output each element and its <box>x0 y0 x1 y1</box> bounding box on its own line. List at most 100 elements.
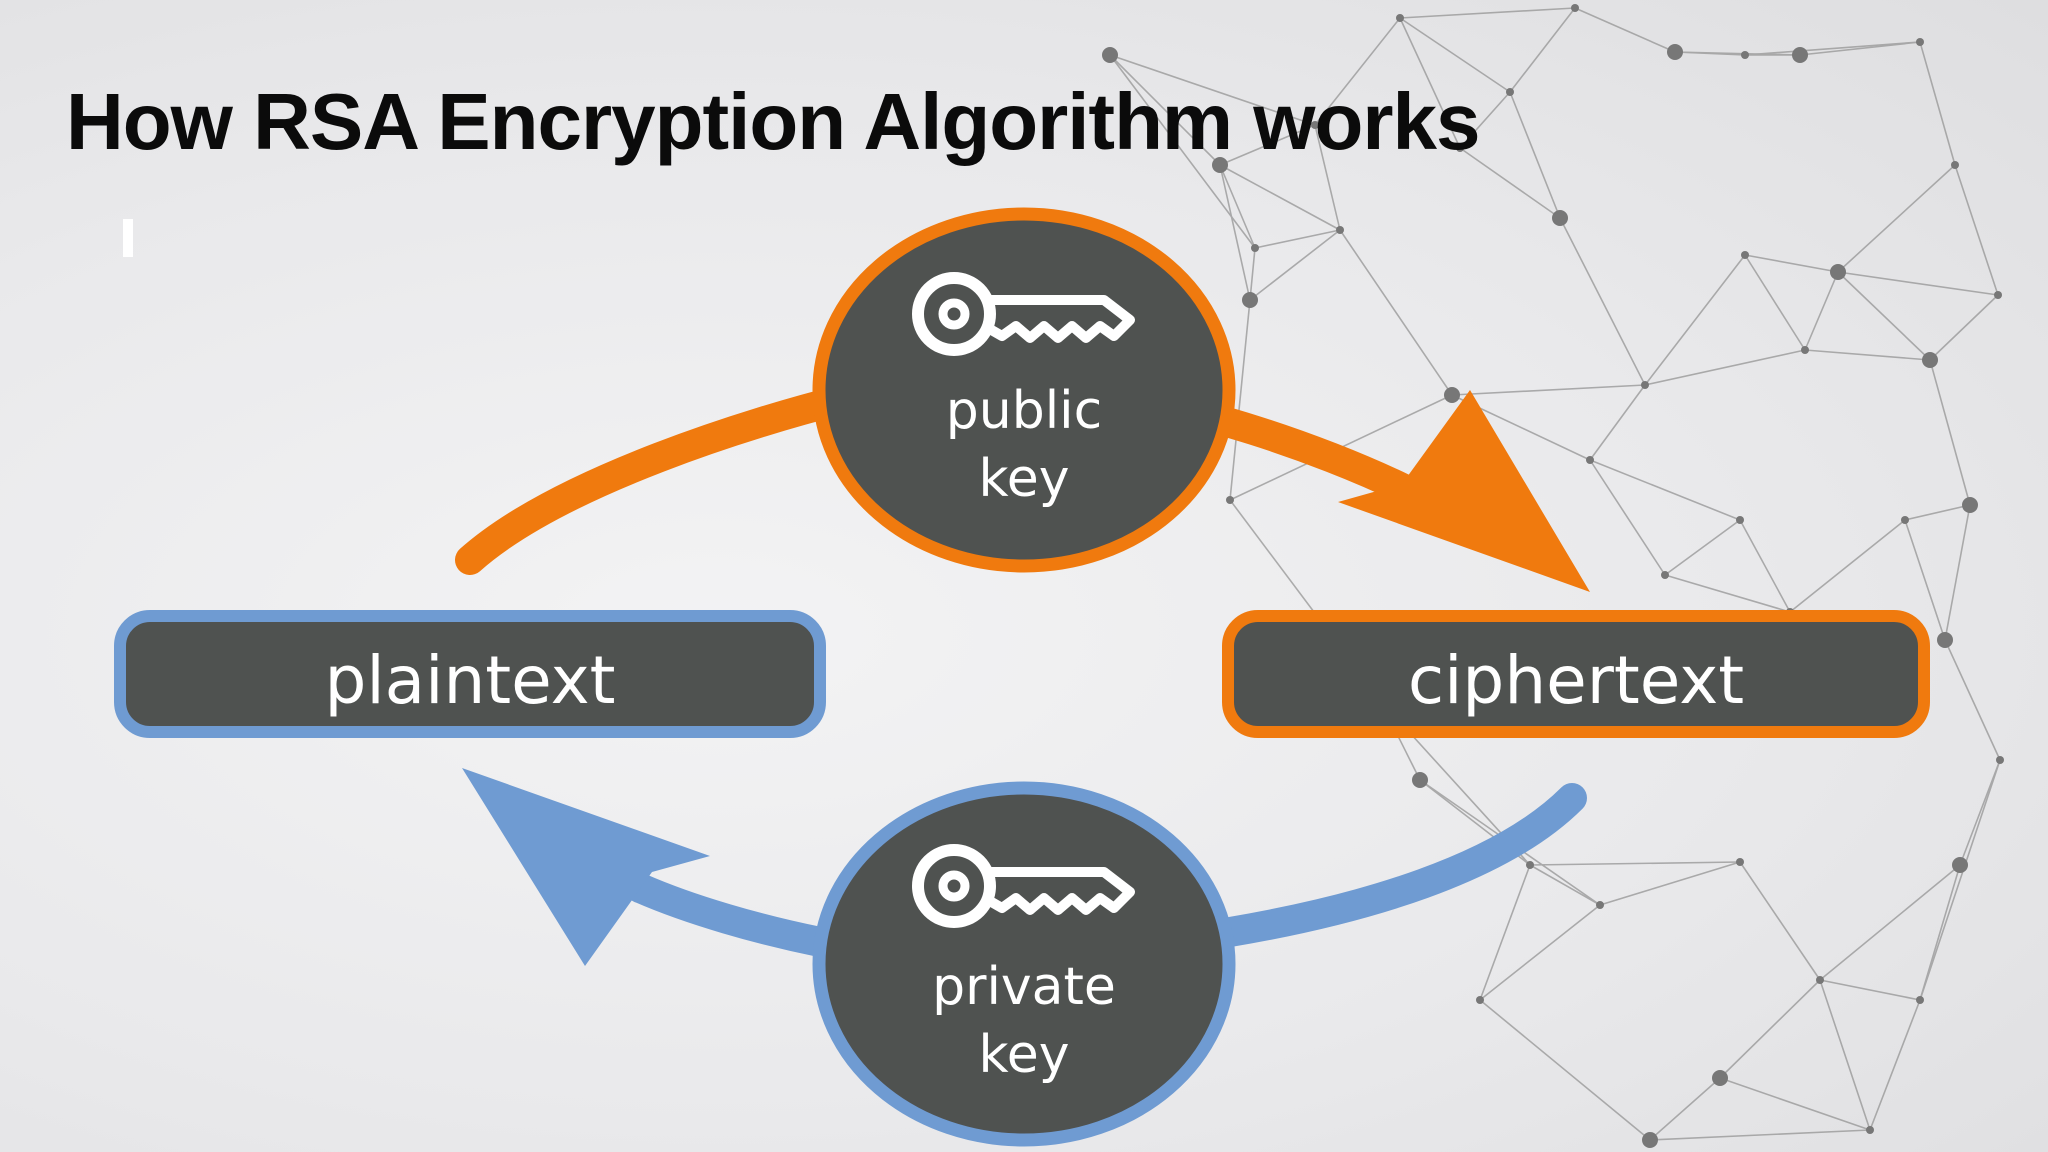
network-line <box>1559 217 1646 386</box>
network-line <box>1944 639 2001 761</box>
text-cursor-mark <box>123 219 133 257</box>
network-node <box>1596 901 1604 909</box>
network-nodes <box>1102 4 2004 1148</box>
network-line <box>1589 459 1666 576</box>
network-node <box>1866 1126 1874 1134</box>
network-line <box>1739 519 1791 613</box>
network-line <box>1719 979 1821 1079</box>
network-node <box>1667 44 1683 60</box>
network-line <box>1649 1129 1871 1141</box>
network-node <box>1736 516 1744 524</box>
network-node <box>1506 88 1514 96</box>
network-line <box>1314 17 1401 126</box>
network-line <box>1819 979 1871 1131</box>
page-title: How RSA Encryption Algorithm works <box>66 77 1480 166</box>
network-node <box>1994 291 2002 299</box>
network-line <box>1219 124 1316 166</box>
network-line <box>1837 271 1931 361</box>
network-line <box>1479 864 1531 1001</box>
network-line <box>1944 504 1971 641</box>
network-node <box>1526 861 1534 869</box>
network-line <box>1459 91 1511 149</box>
network-node <box>1444 387 1460 403</box>
network-line <box>1719 1077 1871 1131</box>
network-line <box>1837 164 1956 273</box>
network-line <box>1399 17 1511 93</box>
network-line <box>1664 519 1741 576</box>
decrypt-arrow <box>625 783 1587 957</box>
network-line <box>1314 124 1341 231</box>
network-line <box>1904 519 1946 641</box>
network-line <box>1529 864 1601 906</box>
network-line <box>1399 7 1576 19</box>
network-node <box>1741 51 1749 59</box>
network-line <box>1339 229 1453 396</box>
private-key-line2: key <box>978 1025 1069 1085</box>
network-line <box>1744 254 1839 273</box>
network-line <box>1249 229 1341 301</box>
plaintext-label: plaintext <box>324 642 615 719</box>
network-line <box>1479 999 1651 1141</box>
network-node <box>1901 516 1909 524</box>
network-line <box>1509 91 1561 219</box>
network-line <box>1789 519 1906 613</box>
network-node <box>1336 226 1344 234</box>
network-node <box>1641 381 1649 389</box>
network-line <box>1254 229 1341 249</box>
network-line <box>1644 254 1746 386</box>
network-line <box>1664 574 1791 613</box>
network-line <box>1459 147 1561 219</box>
network-node <box>1916 38 1924 46</box>
network-line <box>1589 459 1741 521</box>
network-line <box>1574 7 1676 53</box>
network-node <box>1951 161 1959 169</box>
network-node <box>1311 121 1319 129</box>
network-node <box>1396 14 1404 22</box>
network-line <box>1644 349 1806 386</box>
network-line <box>1599 861 1741 906</box>
network-line <box>1219 164 1251 301</box>
network-line <box>1819 979 1921 1001</box>
network-line <box>1919 41 1956 166</box>
network-line <box>1929 359 1971 506</box>
network-line <box>1869 999 1921 1131</box>
network-node <box>1586 456 1594 464</box>
network-node <box>1792 47 1808 63</box>
private-key-line1: private <box>932 957 1116 1017</box>
public-key-line2: key <box>978 449 1069 509</box>
network-node <box>1801 346 1809 354</box>
network-node <box>1830 264 1846 280</box>
network-line <box>1451 384 1646 396</box>
network-node <box>1937 632 1953 648</box>
public-key-line1: public <box>946 381 1102 441</box>
ciphertext-label: ciphertext <box>1408 642 1744 719</box>
network-node <box>1996 756 2004 764</box>
network-line <box>1509 7 1576 93</box>
ciphertext-node: ciphertext <box>1222 610 1930 738</box>
network-line <box>1819 864 1961 981</box>
network-node <box>1476 996 1484 1004</box>
network-line <box>1219 164 1341 231</box>
network-node <box>1712 1070 1728 1086</box>
network-line <box>1219 164 1256 249</box>
network-node <box>1552 210 1568 226</box>
network-line <box>1744 254 1806 351</box>
network-node <box>1962 497 1978 513</box>
network-node <box>1642 1132 1658 1148</box>
network-node <box>1922 352 1938 368</box>
public-key-node: public key <box>812 207 1236 573</box>
encrypt-arrowhead <box>1338 390 1590 592</box>
network-line <box>1399 17 1461 149</box>
network-node <box>1456 144 1464 152</box>
network-line <box>1229 299 1251 501</box>
network-node <box>1571 4 1579 12</box>
network-background <box>1109 7 2001 1141</box>
network-line <box>1744 41 1921 56</box>
network-node <box>1412 772 1428 788</box>
network-node <box>1102 47 1118 63</box>
network-line <box>1954 164 1999 296</box>
network-line <box>1799 41 1921 56</box>
network-node <box>1661 571 1669 579</box>
network-line <box>1929 294 1999 361</box>
